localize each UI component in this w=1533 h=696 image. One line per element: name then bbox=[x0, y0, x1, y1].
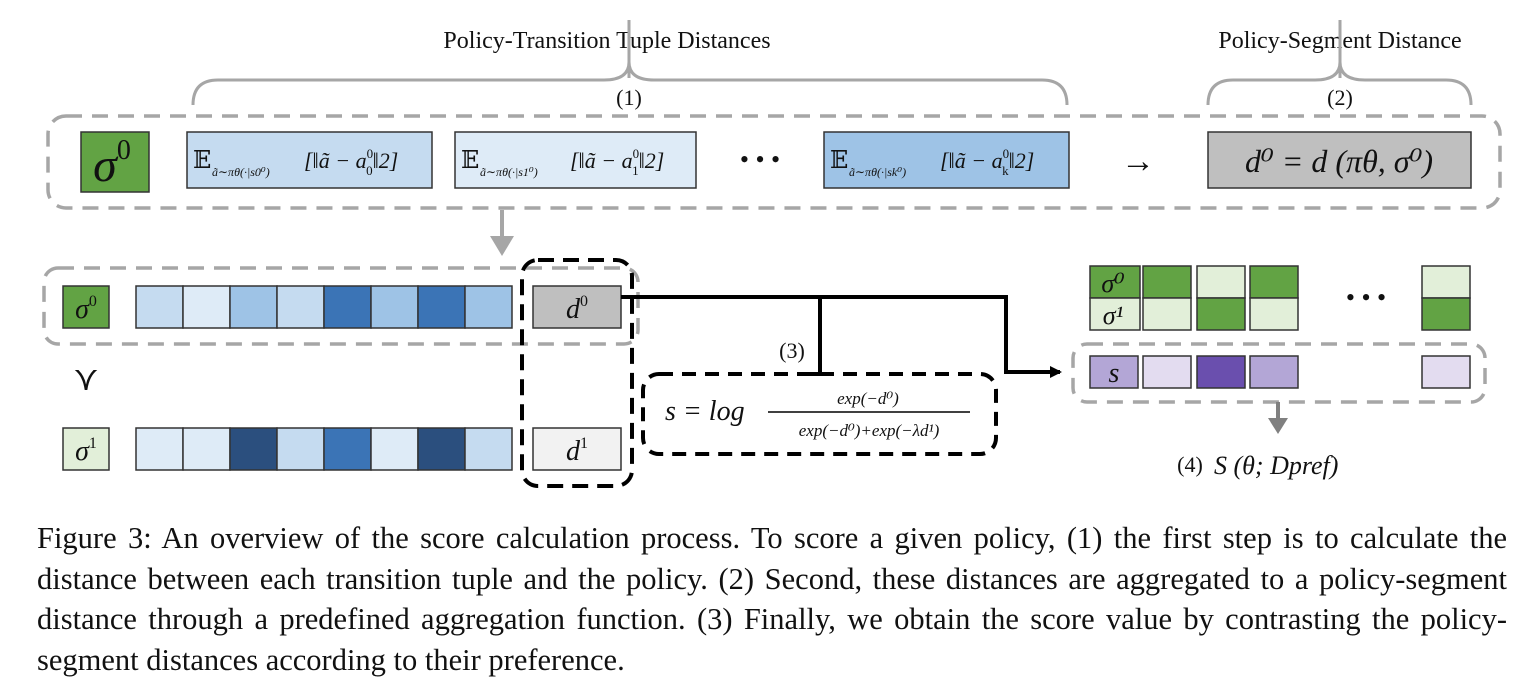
tuple-distances-title: Policy-Transition Tuple Distances bbox=[443, 28, 770, 54]
top-row-container bbox=[46, 114, 1502, 210]
sigma0-box bbox=[80, 131, 150, 193]
segment1-cell bbox=[229, 427, 278, 471]
score-label: s bbox=[1109, 358, 1120, 389]
dataset-pairs: σ⁰ σ¹ bbox=[1089, 265, 1471, 331]
score-down-arrow-head bbox=[1268, 418, 1288, 434]
segment1-cell bbox=[182, 427, 231, 471]
segment-distance-formula: d⁰ = d (πθ, σ⁰) bbox=[1245, 143, 1433, 179]
svg-text:[‖ã − a01‖2]: [‖ã − a01‖2] bbox=[570, 146, 664, 178]
top-ellipsis: • • • bbox=[740, 145, 780, 174]
segment1-cell bbox=[135, 427, 184, 471]
dataset-pair-bottom-cell bbox=[1421, 297, 1471, 331]
segment0-cell bbox=[370, 285, 419, 329]
d0-box bbox=[532, 285, 622, 329]
score-cell bbox=[1421, 355, 1471, 389]
svg-text:[‖ã − a00‖2]: [‖ã − a00‖2] bbox=[304, 146, 398, 178]
formula-connector bbox=[808, 297, 832, 376]
step1-label: (1) bbox=[616, 85, 642, 110]
figure-caption: Figure 3: An overview of the score calcu… bbox=[37, 521, 1507, 677]
svg-text:ã∼πθ(·|s1⁰): ã∼πθ(·|s1⁰) bbox=[480, 165, 538, 179]
step2-label: (2) bbox=[1327, 85, 1353, 110]
segment0-cells bbox=[135, 285, 513, 329]
segment1-cell bbox=[276, 427, 325, 471]
score-row-container bbox=[1071, 342, 1487, 404]
segment0-label: σ0 bbox=[75, 293, 97, 325]
d0-label: d0 bbox=[566, 293, 588, 325]
segment0-cell bbox=[182, 285, 231, 329]
preference-symbol: ≻ bbox=[69, 367, 105, 394]
distance-column-container bbox=[520, 258, 634, 488]
segment1-cell bbox=[370, 427, 419, 471]
total-score-formula: S (θ; Dpref) bbox=[1214, 451, 1338, 480]
segment1-label-box bbox=[62, 427, 110, 471]
segment1-cell bbox=[464, 427, 513, 471]
segment1-cell bbox=[417, 427, 466, 471]
svg-text:ã∼πθ(·|s0⁰): ã∼πθ(·|s0⁰) bbox=[212, 165, 270, 179]
score-cell bbox=[1142, 355, 1192, 389]
segment0-cell bbox=[417, 285, 466, 329]
segment0-cell bbox=[229, 285, 278, 329]
segment0-label-box bbox=[62, 285, 110, 329]
d1-box bbox=[532, 427, 622, 471]
segment1-label: σ1 bbox=[75, 435, 97, 467]
score-label-box bbox=[1089, 355, 1139, 389]
segment1-cells bbox=[135, 427, 513, 471]
dataset-ellipsis: • • • bbox=[1346, 283, 1386, 312]
brace-2 bbox=[1206, 61, 1473, 106]
aggregation-arrow: → bbox=[1121, 143, 1155, 180]
svg-text:𝔼: 𝔼 bbox=[193, 148, 211, 174]
segment0-container bbox=[42, 266, 640, 346]
dataset-pair-bottom-cell bbox=[1196, 297, 1246, 331]
dataset-pair-bottom-cell bbox=[1142, 297, 1192, 331]
segment1-cell bbox=[323, 427, 372, 471]
score-cell bbox=[1196, 355, 1246, 389]
step3-label: (3) bbox=[779, 338, 805, 363]
segment-distance-box bbox=[1207, 131, 1472, 189]
svg-text:𝔼: 𝔼 bbox=[461, 148, 479, 174]
score-formula-container bbox=[641, 372, 998, 456]
dataset-pair-top-cell bbox=[1196, 265, 1246, 299]
svg-text:ã∼πθ(·|sk⁰): ã∼πθ(·|sk⁰) bbox=[849, 165, 906, 179]
dataset-pair-top-cell bbox=[1249, 265, 1299, 299]
dataset-row-label-0: σ⁰ bbox=[1101, 269, 1125, 298]
d0-connector bbox=[621, 295, 1062, 378]
step4-label: (4) bbox=[1177, 452, 1203, 477]
svg-text:𝔼: 𝔼 bbox=[830, 148, 848, 174]
score-cells bbox=[1142, 355, 1471, 389]
segment0-cell bbox=[323, 285, 372, 329]
score-formula-lhs: s = log bbox=[665, 396, 745, 427]
dataset-pair-top-cell bbox=[1142, 265, 1192, 299]
dataset-pair-top-cell bbox=[1421, 265, 1471, 299]
score-formula-denominator: exp(−d⁰)+exp(−λd¹) bbox=[799, 421, 940, 440]
d1-label: d1 bbox=[566, 435, 588, 467]
score-cell bbox=[1249, 355, 1299, 389]
segment0-cell bbox=[464, 285, 513, 329]
sigma0-label: σ0 bbox=[93, 135, 131, 192]
down-arrow-head bbox=[490, 236, 514, 256]
dataset-row-label-1: σ¹ bbox=[1103, 301, 1124, 330]
score-formula-numerator: exp(−d⁰) bbox=[837, 389, 899, 408]
svg-text:[‖ã − a0k‖2]: [‖ã − a0k‖2] bbox=[940, 146, 1034, 178]
score-calculation-diagram: Policy-Transition Tuple Distances Policy… bbox=[42, 20, 1502, 488]
segment0-cell bbox=[135, 285, 184, 329]
segment0-cell bbox=[276, 285, 325, 329]
brace-1 bbox=[191, 61, 1069, 106]
dataset-pair-bottom-cell bbox=[1249, 297, 1299, 331]
